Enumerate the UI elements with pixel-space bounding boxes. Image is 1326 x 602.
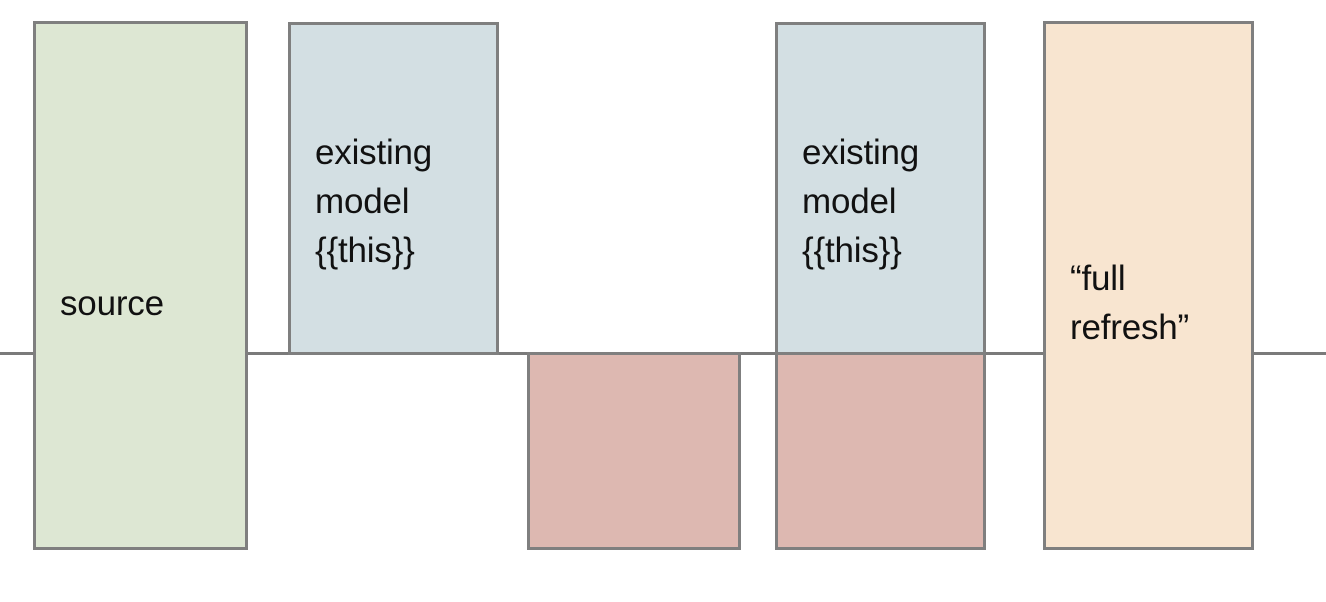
box-full-refresh-label: “full refresh”	[1070, 259, 1189, 347]
box-new-records-1[interactable]: new records	[527, 352, 741, 550]
box-source-label: source	[60, 284, 164, 323]
box-source[interactable]: source	[33, 21, 248, 550]
box-new-records-2[interactable]: new records	[775, 352, 986, 550]
box-existing-model-1-label: existing model {{this}}	[315, 133, 433, 270]
box-full-refresh[interactable]: “full refresh”	[1043, 21, 1254, 550]
box-existing-model-2-label: existing model {{this}}	[802, 133, 920, 270]
box-existing-model-2[interactable]: existing model {{this}}	[775, 22, 986, 355]
box-existing-model-1[interactable]: existing model {{this}}	[288, 22, 499, 355]
